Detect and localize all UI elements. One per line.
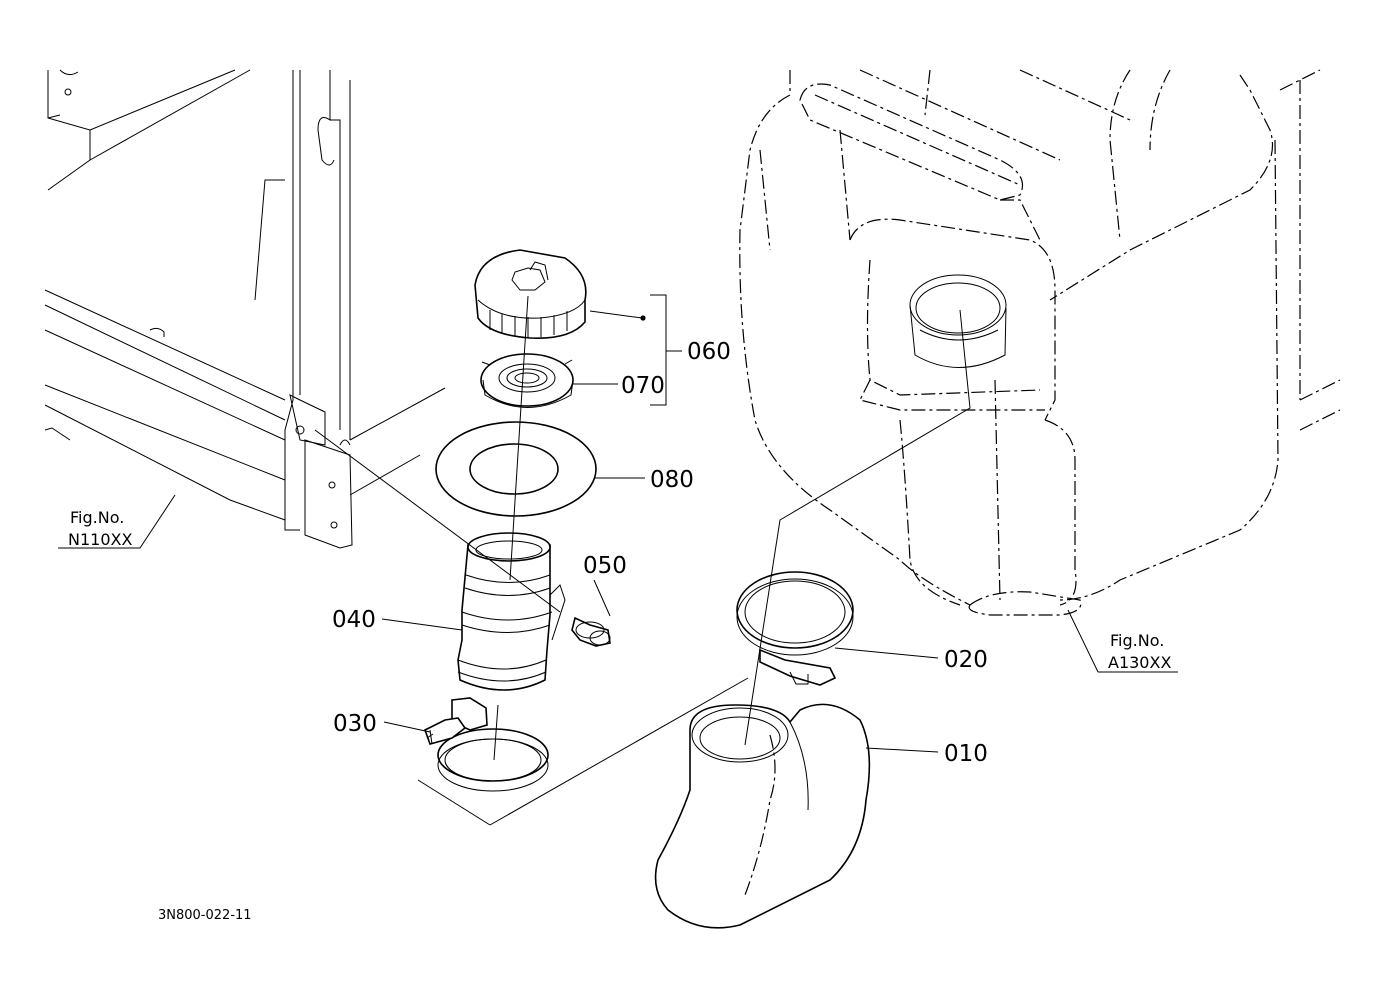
left-frame-structure [44,69,446,549]
assembly-centerlines [314,295,971,826]
fuel-cap-part [474,249,587,339]
gasket-part [435,421,597,517]
drawing-code: 3N800-022-11 [158,908,252,923]
fig-ref-left-line1: Fig.No. [70,508,124,527]
callout-020: 020 [944,647,988,673]
callout-080: 080 [650,467,694,493]
hose-clamp-020-part [736,571,854,686]
fig-ref-right-line1: Fig.No. [1110,631,1164,650]
inner-cap-part [480,353,574,408]
fuel-hose-010-part [654,703,871,929]
hose-clamp-030-part [424,697,549,792]
fuel-tank-outline [739,69,1341,616]
callout-050: 050 [583,553,627,579]
tank-filler-neck [909,274,1007,368]
fig-ref-left-line2: N110XX [68,530,132,549]
filler-tube-part [457,532,566,691]
callout-070: 070 [621,373,665,399]
callout-030: 030 [333,711,377,737]
callout-040: 040 [332,607,376,633]
fig-ref-right-line2: A130XX [1108,653,1171,672]
bolt-050-part [571,616,611,647]
callout-leaders [58,294,1178,753]
callout-010: 010 [944,741,988,767]
callout-060: 060 [687,339,731,365]
